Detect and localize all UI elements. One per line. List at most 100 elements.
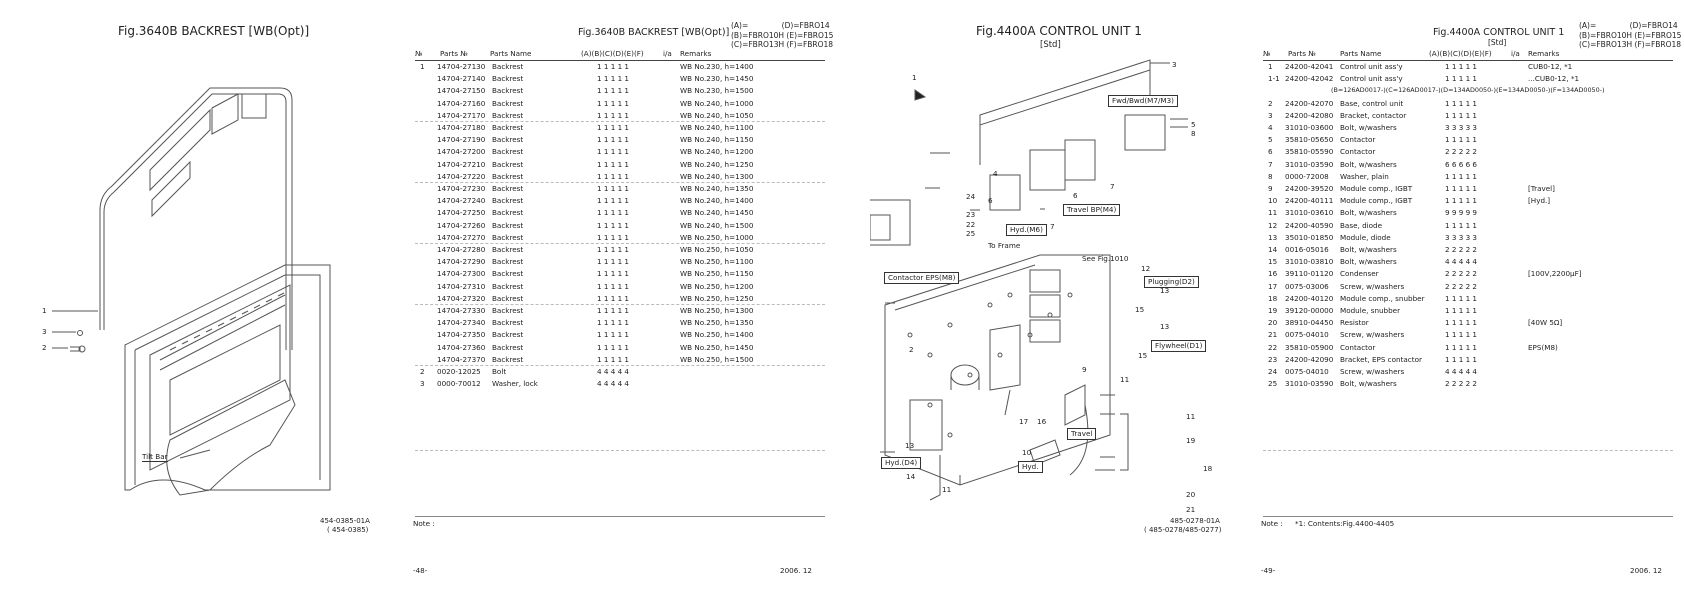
row-no: 12 bbox=[1268, 220, 1278, 230]
row-parts-no: 24200-39520 bbox=[1285, 184, 1334, 193]
row-parts-name: Backrest bbox=[492, 269, 524, 279]
row-parts-no: 31010-03610 bbox=[1285, 208, 1334, 218]
label-plugging: Plugging(D2) bbox=[1144, 276, 1199, 288]
row-qty: 4 4 4 4 4 bbox=[1445, 257, 1478, 267]
row-parts-name: Control unit ass'y bbox=[1340, 74, 1403, 84]
row-parts-name: Backrest bbox=[492, 135, 524, 145]
row-parts-name: Washer, plain bbox=[1340, 171, 1389, 181]
callout-8: 8 bbox=[1191, 129, 1196, 138]
row-qty: 1 1 1 1 1 bbox=[597, 86, 630, 96]
callout-15b: 15 bbox=[1138, 351, 1148, 360]
row-parts-name: Module, snubber bbox=[1340, 306, 1401, 315]
row-parts-no: 14704-27130 bbox=[437, 62, 486, 71]
row-parts-name: Contactor bbox=[1340, 147, 1376, 157]
row-qty: 2 2 2 2 2 bbox=[1445, 281, 1478, 291]
row-parts-no: 14704-27210 bbox=[437, 159, 486, 169]
row-no: 16 bbox=[1268, 269, 1278, 279]
row-no: 17 bbox=[1268, 281, 1278, 291]
row-parts-name: Screw, w/washers bbox=[1340, 281, 1405, 291]
row-no: 18 bbox=[1268, 293, 1278, 303]
callout-23: 23 bbox=[966, 210, 976, 219]
row-parts-name: Bolt, w/washers bbox=[1340, 257, 1397, 267]
row-qty: 4 4 4 4 4 bbox=[597, 379, 630, 389]
right-note-text: *1: Contents:Fig.4400-4405 bbox=[1295, 519, 1395, 528]
row-parts-name: Contactor bbox=[1340, 135, 1376, 145]
row-qty: 2 2 2 2 2 bbox=[1445, 269, 1478, 279]
label-see-fig: See Fig.1010 bbox=[1082, 254, 1129, 263]
callout-21: 21 bbox=[1186, 505, 1196, 514]
row-parts-name: Contactor bbox=[1340, 342, 1376, 352]
callout-3: 3 bbox=[42, 327, 47, 336]
row-qty: 1 1 1 1 1 bbox=[1445, 220, 1478, 230]
left-figure-title: Fig.3640B BACKREST [WB(Opt)] bbox=[118, 24, 310, 38]
row-qty: 6 6 6 6 6 bbox=[1445, 159, 1478, 169]
row-qty: 4 4 4 4 4 bbox=[597, 367, 630, 376]
row-parts-name: Bolt bbox=[492, 367, 507, 376]
row-parts-no: 31010-03810 bbox=[1285, 257, 1334, 267]
label-hyd: Hyd. bbox=[1018, 461, 1043, 473]
row-parts-name: Backrest bbox=[492, 330, 524, 340]
row-qty: 1 1 1 1 1 bbox=[597, 269, 630, 279]
row-parts-no: 24200-42070 bbox=[1285, 98, 1334, 108]
row-remarks: WB No.240, h=1050 bbox=[680, 110, 754, 120]
right-figure-title: Fig.4400A CONTROL UNIT 1 bbox=[976, 24, 1142, 38]
callout-5: 5 bbox=[1191, 120, 1196, 129]
row-qty: 1 1 1 1 1 bbox=[597, 62, 630, 71]
row-qty: 1 1 1 1 1 bbox=[1445, 330, 1478, 340]
callout-1: 1 bbox=[42, 306, 47, 315]
row-parts-name: Backrest bbox=[492, 208, 524, 218]
row-parts-name: Control unit ass'y bbox=[1340, 62, 1403, 71]
row-parts-no: 31010-03590 bbox=[1285, 159, 1334, 169]
callout-9: 9 bbox=[1082, 365, 1087, 374]
right-doc-code-sub: ( 485-0278/485-0277) bbox=[1144, 526, 1222, 534]
row-parts-no: 0075-04010 bbox=[1285, 330, 1329, 340]
callout-25: 25 bbox=[966, 229, 976, 238]
row-remarks: WB No.240, h=1150 bbox=[680, 135, 754, 145]
row-parts-name: Backrest bbox=[492, 98, 524, 108]
row-remarks: WB No.250, h=1000 bbox=[680, 232, 754, 242]
callout-1: 1 bbox=[912, 73, 917, 82]
row-parts-no: 14704-27150 bbox=[437, 86, 486, 96]
row-parts-no: 0075-04010 bbox=[1285, 367, 1329, 376]
left-doc-code-sub: ( 454-0385) bbox=[327, 526, 369, 534]
row-qty: 1 1 1 1 1 bbox=[597, 281, 630, 291]
row-no: 1-1 bbox=[1268, 74, 1280, 84]
row-parts-no: 14704-27180 bbox=[437, 123, 486, 132]
backrest-drawing bbox=[52, 87, 331, 496]
row-qty: 1 1 1 1 1 bbox=[1445, 318, 1478, 328]
right-date: 2006. 12 bbox=[1630, 566, 1663, 575]
row-parts-name: Backrest bbox=[492, 245, 524, 254]
row-parts-name: Base, diode bbox=[1340, 220, 1383, 230]
row-qty: 1 1 1 1 1 bbox=[597, 220, 630, 230]
row-parts-name: Backrest bbox=[492, 184, 524, 193]
right-page-number: -49- bbox=[1261, 566, 1276, 575]
row-remarks: WB No.240, h=1450 bbox=[680, 208, 754, 218]
row-parts-no: 14704-27340 bbox=[437, 318, 486, 328]
row-remarks: [Hyd.] bbox=[1528, 196, 1551, 206]
row-remarks: WB No.240, h=1000 bbox=[680, 98, 754, 108]
row-qty: 1 1 1 1 1 bbox=[1445, 293, 1478, 303]
row-parts-name: Screw, w/washers bbox=[1340, 330, 1405, 340]
row-qty: 1 1 1 1 1 bbox=[597, 318, 630, 328]
row-parts-name: Base, control unit bbox=[1340, 98, 1404, 108]
row-qty: 1 1 1 1 1 bbox=[597, 354, 630, 364]
callout-11c: 11 bbox=[942, 485, 952, 494]
right-note-label: Note : bbox=[1261, 519, 1283, 528]
row-qty: 9 9 9 9 9 bbox=[1445, 208, 1478, 218]
row-remarks: ...CUB0-12, *1 bbox=[1528, 74, 1580, 84]
